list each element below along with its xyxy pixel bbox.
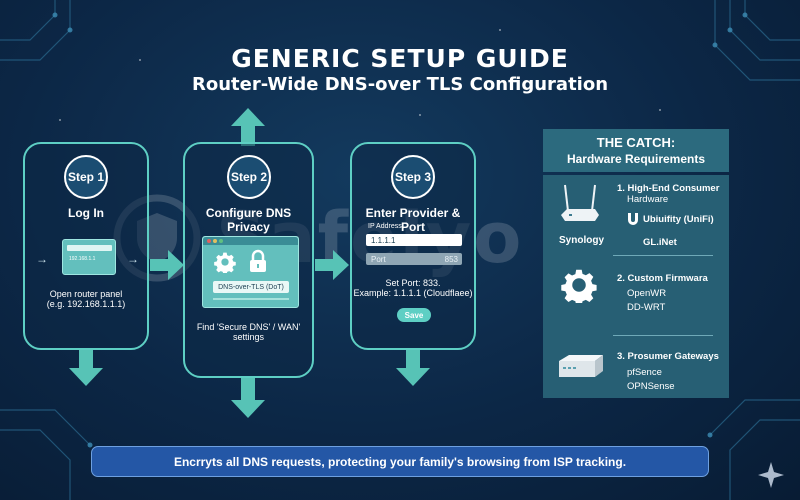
divider — [613, 255, 713, 256]
catch-heading-line1: THE CATCH: — [596, 135, 676, 150]
save-button[interactable]: Save — [397, 308, 431, 322]
summary-banner: Encrryts all DNS requests, protecting yo… — [91, 446, 709, 477]
step-2-card: Step 2 Configure DNS Privacy DNS-over-TL… — [183, 142, 314, 378]
router-address-text: 192.168.1.1 — [69, 256, 96, 262]
router-icon — [561, 184, 599, 221]
address-bar — [67, 245, 112, 251]
dot-label-field: DNS-over-TLS (DoT) — [213, 281, 289, 293]
ip-address-field[interactable]: 1.1.1.1 — [366, 234, 462, 246]
step-3-badge: Step 3 — [391, 155, 435, 199]
option-pfsense: pfSence — [627, 367, 662, 378]
step-1-title: Log In — [68, 206, 104, 220]
arrow-right-small-icon: → — [127, 252, 139, 266]
page-subtitle: Router-Wide DNS-over TLS Configuration — [191, 74, 609, 95]
gear-icon — [214, 252, 236, 273]
port-value: 853 — [444, 254, 458, 264]
step-1-caption: Open router panel (e.g. 192.168.1.1.1) — [46, 289, 126, 309]
brand-glinet: GL.iNet — [643, 237, 677, 248]
port-label: Port — [371, 254, 386, 264]
step-2-caption: Find 'Secure DNS' / WAN' settings — [196, 322, 301, 342]
item-2-title: 2. Custom Firmwara — [617, 273, 708, 284]
divider — [613, 335, 713, 336]
sparkle-icon — [758, 462, 784, 488]
option-opnsense: OPNSense — [627, 381, 675, 392]
brand-synology: Synology — [559, 235, 605, 246]
arrow-down-icon — [396, 350, 430, 386]
router-login-window: 192.168.1.1 — [62, 239, 116, 275]
step-1-badge: Step 1 — [64, 155, 108, 199]
step-3-caption: Set Port: 833. Example: 1.1.1.1 (Cloudfl… — [353, 278, 473, 298]
arrow-right-small-icon: → — [36, 252, 48, 266]
window-titlebar — [203, 237, 298, 245]
arrow-down-icon — [231, 378, 265, 418]
ip-address-label: IP Address — [368, 223, 402, 230]
catch-heading-line2: Hardware Requirements — [566, 152, 706, 166]
port-field[interactable]: Port 853 — [366, 253, 462, 265]
dns-settings-window: DNS-over-TLS (DoT) — [202, 236, 299, 308]
gateway-device-icon — [559, 355, 603, 377]
option-openwrt: OpenWR — [627, 288, 667, 299]
lock-icon — [250, 249, 266, 272]
step-2-badge: Step 2 — [227, 155, 271, 199]
arrow-right-icon — [150, 250, 184, 280]
gear-icon — [561, 269, 597, 303]
step-3-card: Step 3 Enter Provider & Port IP Address … — [350, 142, 476, 350]
hardware-requirements-panel: Synology 1. High-End Consumer Hardware U… — [543, 175, 729, 398]
catch-heading: THE CATCH: Hardware Requirements — [543, 129, 729, 172]
item-3-title: 3. Prosumer Gateways — [617, 351, 719, 362]
arrow-right-icon — [315, 250, 349, 280]
arrow-up-icon — [231, 108, 265, 146]
ubiquiti-logo-icon — [628, 213, 638, 225]
item-1-title: 1. High-End Consumer Hardware — [617, 183, 720, 205]
brand-ubiquiti: Ubiuifity (UniFi) — [643, 214, 714, 225]
step-2-title: Configure DNS Privacy — [205, 206, 292, 234]
option-ddwrt: DD-WRT — [627, 302, 666, 313]
page-title: GENERIC SETUP GUIDE — [231, 44, 569, 73]
progress-line — [213, 298, 289, 300]
arrow-down-icon — [69, 350, 103, 386]
step-1-card: Step 1 Log In → → 192.168.1.1 Open route… — [23, 142, 149, 350]
step-3-title: Enter Provider & Port — [365, 206, 461, 234]
